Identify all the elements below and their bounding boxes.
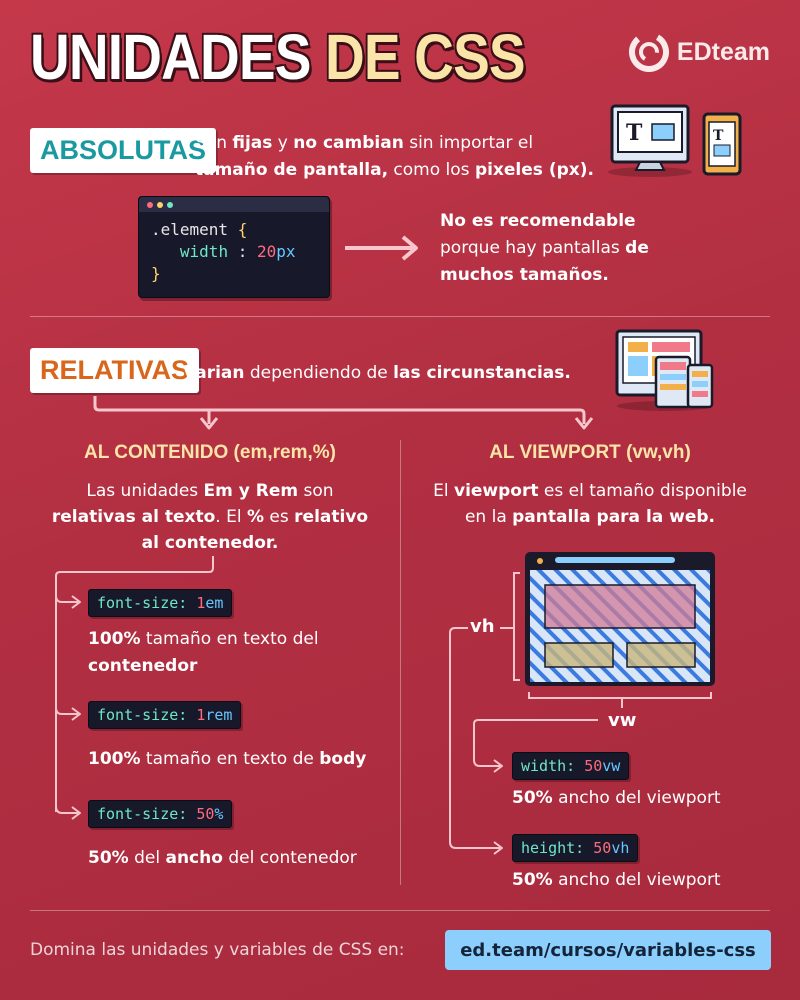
code-pill-font-size-percent: font-size: 50% [88, 800, 233, 828]
note-vh: 50% ancho del viewport [512, 870, 721, 890]
footer-text: Domina las unidades y variables de CSS e… [30, 940, 405, 960]
viewport-title: AL VIEWPORT (vw,vh) [489, 442, 691, 463]
window-dot-red-icon [147, 201, 153, 208]
title-part1: UNIDADES [30, 21, 311, 93]
note-percent: 50% del ancho del contenedor [88, 848, 357, 868]
desktop-monitor-icon: T [608, 104, 692, 177]
relativas-tag: RELATIVAS [30, 348, 200, 393]
code-pill-width-vw: width: 50vw [512, 752, 630, 780]
section-divider [30, 316, 770, 317]
code-pill-font-size-em: font-size: 1em [88, 589, 233, 617]
absolutas-description: Son fijas y no cambian sin importar el t… [195, 130, 594, 184]
title-part2: DE CSS [325, 21, 526, 93]
edteam-logo[interactable]: EDteam [627, 30, 770, 74]
svg-text:T: T [626, 120, 643, 146]
contenido-description: Las unidades Em y Rem son relativas al t… [51, 481, 369, 553]
column-divider [400, 440, 401, 885]
logo-text: EDteam [676, 37, 770, 66]
svg-text:T: T [713, 128, 724, 144]
absolutas-warning: No es recomendable porque hay pantallas … [440, 211, 649, 285]
viewport-illustration [500, 552, 715, 708]
relativas-description: Varian dependiendo de las circunstancias… [183, 363, 571, 383]
note-em: 100% tamaño en texto del contenedor [88, 629, 319, 676]
edteam-logo-icon [628, 32, 669, 72]
vw-label: vw [608, 710, 637, 731]
smartphone-icon: T [702, 112, 742, 176]
arrow-right-icon [345, 235, 418, 261]
absolutas-tag: ABSOLUTAS [30, 128, 216, 173]
branch-connector [93, 396, 594, 430]
responsive-devices-icon [615, 329, 714, 411]
absolutas-desc-line1: Son fijas y no cambian sin importar el [195, 133, 534, 153]
page-title: UNIDADES DE CSS [30, 20, 526, 94]
contenido-title: AL CONTENIDO (em,rem,%) [84, 442, 336, 463]
code-window-titlebar [139, 197, 329, 212]
note-vw: 50% ancho del viewport [512, 788, 721, 808]
code-pill-height-vh: height: 50vh [512, 834, 639, 862]
footer-divider [30, 910, 770, 911]
absolutas-desc-line2: tamaño de pantalla, como los pixeles (px… [195, 160, 594, 180]
vh-label: vh [470, 616, 495, 637]
code-pill-font-size-rem: font-size: 1rem [88, 701, 242, 729]
viewport-tree-connector [449, 627, 598, 855]
code-window: .element { width : 20px } [138, 196, 330, 298]
code-snippet: .element { width : 20px } [151, 220, 296, 283]
viewport-description: El viewport es el tamaño disponible en l… [433, 481, 747, 527]
window-dot-green-icon [167, 201, 173, 208]
note-rem: 100% tamaño en texto de body [88, 749, 367, 769]
course-link-button[interactable]: ed.team/cursos/variables-css [445, 930, 771, 970]
window-dot-yellow-icon [157, 201, 163, 208]
